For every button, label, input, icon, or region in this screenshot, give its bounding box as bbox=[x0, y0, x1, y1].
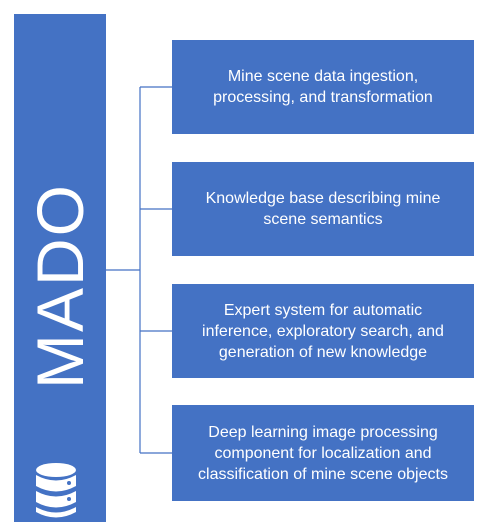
component-box-knowledge-base: Knowledge base describing mine scene sem… bbox=[172, 162, 474, 256]
component-box-data-ingestion: Mine scene data ingestion, processing, a… bbox=[172, 40, 474, 134]
mado-title: MADO bbox=[23, 183, 97, 389]
component-box-expert-system: Expert system for automatic inference, e… bbox=[172, 284, 474, 378]
component-box-deep-learning: Deep learning image processing component… bbox=[172, 405, 474, 501]
mado-side-bar: MADO bbox=[14, 14, 106, 522]
database-icon bbox=[36, 463, 76, 518]
